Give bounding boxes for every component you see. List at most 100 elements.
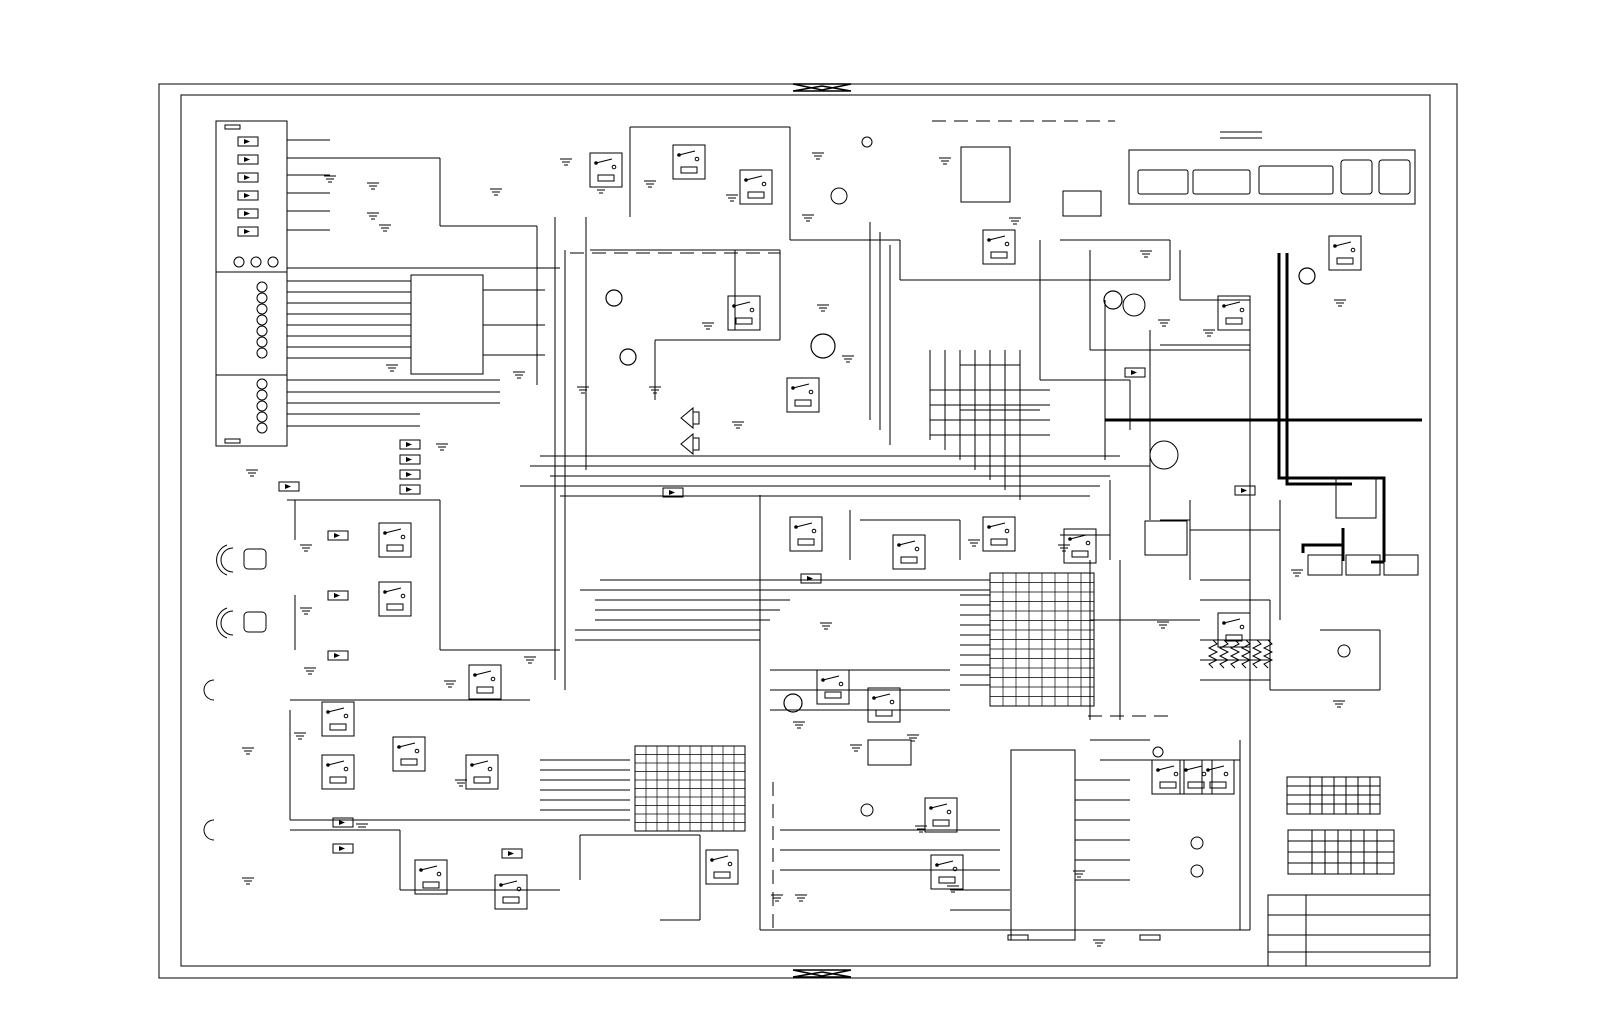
lamp [1122, 293, 1146, 317]
lamp [1190, 864, 1204, 878]
relay [468, 664, 502, 700]
lamp [256, 422, 268, 434]
ground [1334, 299, 1346, 307]
heater-element [1251, 639, 1263, 669]
relay [786, 377, 820, 413]
ground [246, 469, 258, 477]
fuse [327, 650, 349, 661]
control-modules [410, 146, 1188, 941]
motor [605, 289, 623, 307]
ground [793, 721, 805, 729]
lamp [267, 256, 279, 268]
heater-element [1229, 639, 1241, 669]
fuse [1124, 367, 1146, 378]
fuse [327, 590, 349, 601]
motor [619, 348, 637, 366]
lamp [830, 187, 848, 205]
ground [1058, 544, 1070, 552]
lamp [256, 347, 268, 359]
ground [820, 622, 832, 630]
relay [739, 169, 773, 205]
ground [802, 214, 814, 222]
ground [850, 744, 862, 752]
lamp [256, 303, 268, 315]
lamp [256, 411, 268, 423]
relay [789, 516, 823, 552]
ground [386, 364, 398, 372]
ground [595, 186, 607, 194]
ground [817, 304, 829, 312]
ground [560, 158, 572, 166]
title-block [1267, 894, 1431, 967]
lamp [256, 400, 268, 412]
ground [367, 212, 379, 220]
wires [287, 126, 1381, 931]
fuse [399, 469, 421, 480]
lamp [861, 136, 873, 148]
ground [968, 539, 980, 547]
relay [982, 516, 1016, 552]
ground [644, 180, 656, 188]
ground [1009, 217, 1021, 225]
motor [1298, 267, 1316, 285]
ground [1203, 329, 1215, 337]
ground [356, 823, 368, 831]
ground [1291, 569, 1303, 577]
ground [577, 386, 589, 394]
relay [321, 701, 355, 737]
ground [455, 779, 467, 787]
relay [705, 849, 739, 885]
ground [1073, 870, 1085, 878]
heater-element [1262, 639, 1274, 669]
ground [842, 355, 854, 363]
relay [589, 152, 623, 188]
relay [321, 754, 355, 790]
ground [771, 894, 783, 902]
fuse [237, 226, 259, 237]
ground [300, 544, 312, 552]
relay [1217, 612, 1251, 648]
ground [1157, 621, 1169, 629]
ground [294, 732, 306, 740]
ground [300, 607, 312, 615]
switch-table-2 [1287, 829, 1395, 875]
lamp [1190, 836, 1204, 850]
relay [816, 669, 850, 705]
ground [795, 894, 807, 902]
lamp [256, 281, 268, 293]
relay [494, 874, 528, 910]
lamp [256, 292, 268, 304]
fuse [327, 530, 349, 541]
lamp [256, 314, 268, 326]
relay [1201, 759, 1235, 795]
relay [465, 754, 499, 790]
switch-matrix-center [989, 572, 1095, 707]
relay [378, 581, 412, 617]
fuses [237, 136, 1256, 859]
ground [947, 885, 959, 893]
ground [490, 188, 502, 196]
motor [1103, 290, 1123, 310]
battery-cables [1105, 253, 1422, 564]
lamp [1337, 644, 1351, 658]
lamp [250, 256, 262, 268]
relay [1328, 235, 1362, 271]
center-mark-top [792, 83, 852, 92]
inner-border [180, 94, 1431, 967]
relay [414, 859, 448, 895]
fuse [399, 439, 421, 450]
ground [436, 443, 448, 451]
battery-group [1307, 477, 1419, 576]
heater-element [1218, 639, 1230, 669]
ground [1333, 700, 1345, 708]
fuse [800, 573, 822, 584]
connector-panel [1128, 131, 1416, 205]
zone-boundaries [570, 120, 1168, 930]
fuse [237, 190, 259, 201]
fuse [237, 172, 259, 183]
relay [930, 854, 964, 890]
relay [727, 295, 761, 331]
relay [392, 736, 426, 772]
